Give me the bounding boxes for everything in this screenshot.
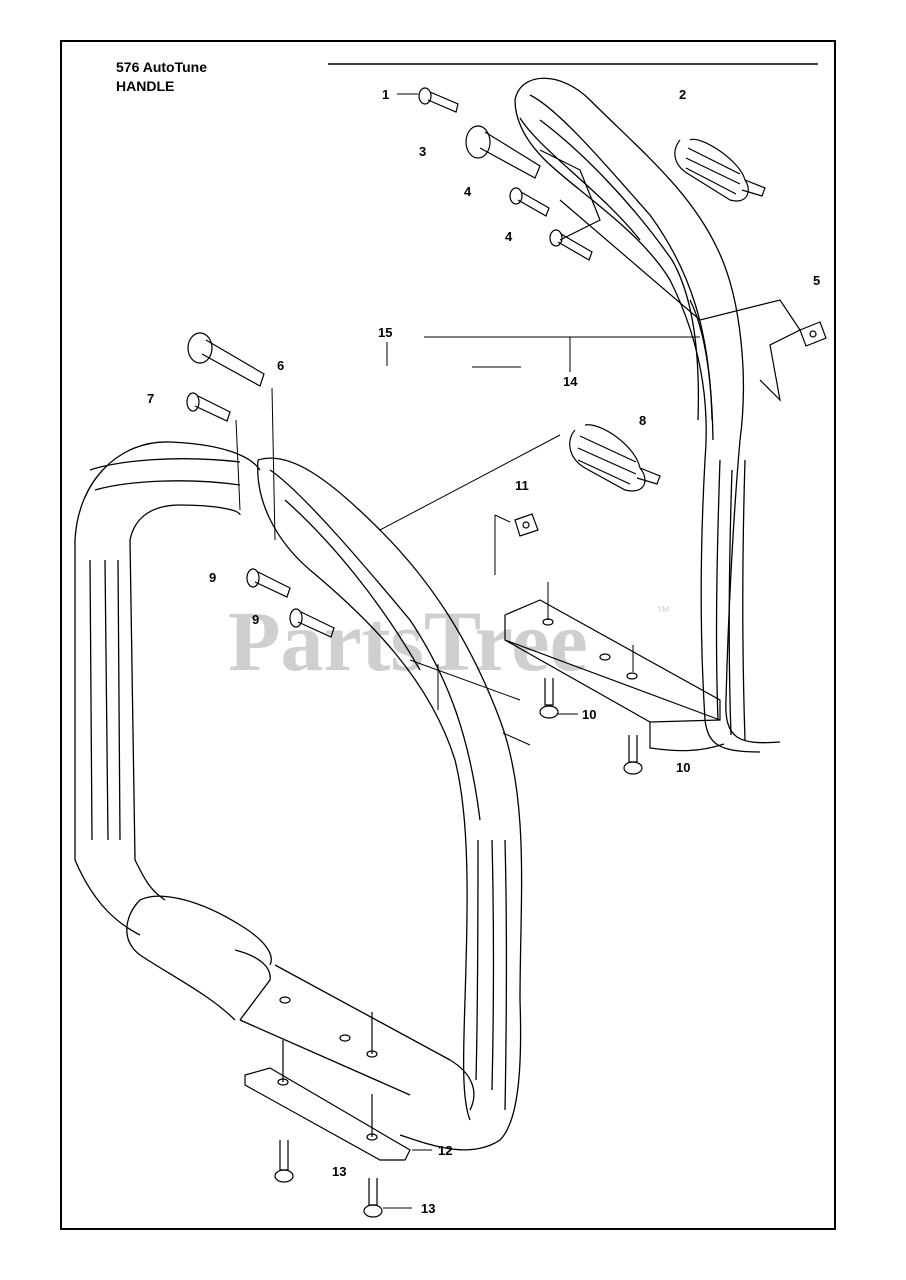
callout-4b: 4 <box>505 229 513 244</box>
screw-part-10a <box>539 678 559 719</box>
screw-part-7 <box>186 392 231 422</box>
callout-5: 5 <box>813 273 820 288</box>
callout-10a: 10 <box>582 707 596 722</box>
section-name: HANDLE <box>116 78 175 94</box>
av-spring-part-8 <box>569 424 661 492</box>
screw-part-13b <box>363 1178 383 1218</box>
nut-part-5 <box>799 321 827 347</box>
leader-lines <box>235 93 700 1209</box>
model-name: 576 AutoTune <box>116 59 208 75</box>
watermark-text: PartsTree <box>228 593 588 689</box>
callout-13b: 13 <box>421 1201 435 1216</box>
callout-8: 8 <box>639 413 646 428</box>
bolt-part-6 <box>187 332 265 387</box>
callout-15: 15 <box>378 325 392 340</box>
callout-2: 2 <box>679 87 686 102</box>
screw-part-10b <box>623 735 643 775</box>
callout-6: 6 <box>277 358 284 373</box>
screw-part-9b <box>289 608 335 638</box>
callout-9a: 9 <box>209 570 216 585</box>
screw-part-4a <box>509 187 550 217</box>
callout-1: 1 <box>382 87 389 102</box>
callout-9b: 9 <box>252 612 259 627</box>
rear-bracket-plate <box>504 599 725 752</box>
callout-12: 12 <box>438 1143 452 1158</box>
nut-part-11 <box>514 513 539 537</box>
screw-part-1 <box>418 87 459 113</box>
rear-mount <box>539 149 801 402</box>
screw-part-9a <box>246 568 291 598</box>
diagram-frame <box>60 40 836 1230</box>
callout-7: 7 <box>147 391 154 406</box>
screw-part-13a <box>274 1140 294 1183</box>
callout-3: 3 <box>419 144 426 159</box>
callout-13a: 13 <box>332 1164 346 1179</box>
rear-handle <box>514 77 781 753</box>
bolt-part-3 <box>465 125 541 179</box>
callout-4a: 4 <box>464 184 472 199</box>
av-spring-upper <box>674 138 766 202</box>
diagram-title: 576 AutoTune HANDLE <box>116 58 207 96</box>
callout-11: 11 <box>515 478 529 493</box>
front-bracket <box>244 996 411 1161</box>
front-handle <box>74 441 523 1151</box>
watermark-trademark: ™ <box>656 603 670 619</box>
front-grip <box>126 895 475 1111</box>
callout-14: 14 <box>563 374 578 389</box>
screw-part-4b <box>549 229 593 261</box>
callout-10b: 10 <box>676 760 690 775</box>
